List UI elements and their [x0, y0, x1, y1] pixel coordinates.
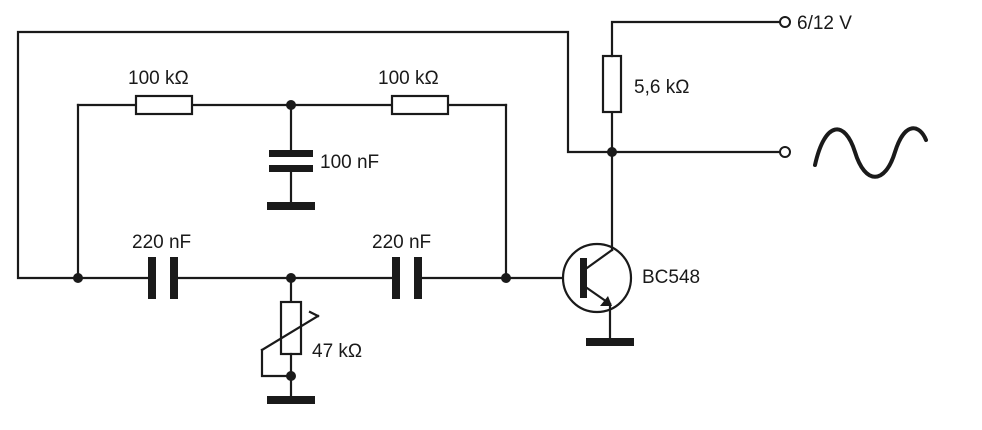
junction-base: [501, 273, 511, 283]
ground-symbol-emitter: [586, 338, 634, 346]
resistor-r2-label: 100 kΩ: [378, 68, 439, 89]
transistor-base-bar: [580, 258, 587, 298]
capacitor-c3-plate-right: [414, 257, 422, 299]
resistor-r1: [134, 94, 194, 116]
sine-wave-icon: [813, 126, 928, 179]
resistor-rc-label: 5,6 kΩ: [634, 77, 689, 98]
resistor-r2: [390, 94, 450, 116]
capacitor-c3-plate-left: [392, 257, 400, 299]
transistor-collector-lead: [585, 248, 614, 270]
output-terminal: [779, 146, 791, 158]
capacitor-c2-plate-right: [170, 257, 178, 299]
supply-terminal: [779, 16, 791, 28]
potentiometer-arrow: [260, 314, 320, 352]
capacitor-c2-plate-left: [148, 257, 156, 299]
capacitor-c1-plate-bottom: [269, 165, 313, 172]
potentiometer-arrow-tip: [308, 310, 320, 318]
capacitor-c3-label: 220 nF: [372, 232, 431, 253]
capacitor-c1-plate-top: [269, 150, 313, 157]
feedback-wire: [16, 30, 614, 280]
resistor-rc: [601, 54, 623, 114]
potentiometer-label: 47 kΩ: [312, 341, 362, 362]
ground-symbol-pot: [267, 396, 315, 404]
resistor-r1-label: 100 kΩ: [128, 68, 189, 89]
supply-label: 6/12 V: [797, 13, 852, 34]
wire-pot-wiper: [260, 348, 293, 378]
wire-supply: [610, 20, 782, 58]
ground-symbol-c1: [267, 202, 315, 210]
junction-pot: [286, 371, 296, 381]
capacitor-c2-label: 220 nF: [132, 232, 191, 253]
transistor-body: [561, 242, 633, 314]
capacitor-c1-label: 100 nF: [320, 152, 379, 173]
transistor-label: BC548: [642, 267, 700, 288]
